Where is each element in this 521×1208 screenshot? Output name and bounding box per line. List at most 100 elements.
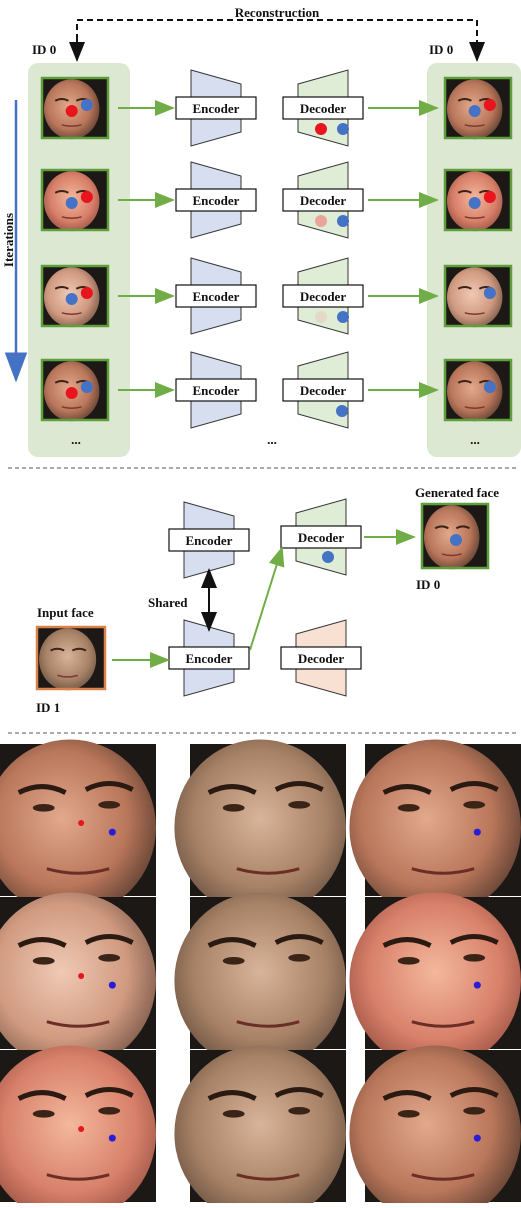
mouth: [46, 867, 110, 875]
decoder-block: Decoder: [282, 351, 364, 429]
blue-landmark-dot-icon: [65, 293, 78, 305]
left-eyebrow: [207, 937, 257, 948]
decoder-label: Decoder: [298, 530, 344, 545]
face-skin: [174, 892, 346, 1069]
blue-landmark-dot-icon: [108, 1134, 116, 1142]
left-eyebrow: [54, 380, 69, 384]
result-face-image: [0, 892, 156, 1069]
left-eyebrow: [54, 190, 69, 194]
thumbnail-border: [40, 168, 110, 232]
red-landmark-dot-icon: [315, 123, 327, 135]
right-eye: [463, 954, 486, 962]
red-landmark-dot-icon: [78, 1126, 85, 1133]
left-eye: [32, 1110, 55, 1118]
right-eye: [98, 954, 121, 962]
mouth: [236, 1173, 300, 1181]
left-eyebrow: [54, 286, 69, 290]
blue-landmark-dot-icon: [65, 197, 78, 209]
arrow-icon: [249, 546, 285, 651]
face-skin: [446, 267, 503, 328]
right-eye: [98, 801, 121, 809]
input-face-thumbnail: [35, 625, 107, 691]
thumbnail-border: [443, 358, 513, 422]
decoder-label: Decoder: [300, 289, 346, 304]
left-eye: [32, 957, 55, 965]
encoder-label: Encoder: [186, 533, 233, 548]
blue-landmark-dot-icon: [337, 123, 349, 135]
right-eyebrow: [84, 934, 134, 945]
face-skin: [0, 1045, 156, 1208]
blue-landmark-dot-icon: [322, 551, 334, 563]
face-skin: [446, 361, 503, 422]
left-eyebrow: [17, 784, 67, 795]
blue-landmark-dot-icon: [473, 981, 481, 989]
decoder-label-box: [282, 188, 364, 212]
blue-landmark-dot-icon: [80, 381, 93, 393]
thumbnail-border: [35, 625, 107, 691]
mouth: [464, 216, 485, 220]
right-eyebrow: [84, 781, 134, 792]
left-eyebrow: [382, 937, 432, 948]
mouth: [61, 124, 82, 128]
ellipsis-input: ...: [71, 432, 81, 447]
input-face-label: Input face: [37, 605, 94, 620]
right-eye: [98, 1107, 121, 1115]
encoder-block: Encoder: [175, 351, 257, 429]
right-eyebrow: [449, 934, 499, 945]
face-skin: [174, 739, 346, 916]
mouth: [61, 312, 82, 316]
mouth: [464, 312, 485, 316]
generated-id-label: ID 0: [416, 577, 440, 592]
decoder-label: Decoder: [300, 383, 346, 398]
decoder-label-box: [280, 525, 362, 549]
face-skin: [349, 1045, 521, 1208]
red-landmark-dot-icon: [65, 105, 78, 117]
decoder-block: Decoder: [282, 69, 364, 147]
output-face-thumbnail: [443, 358, 513, 422]
decoder-label-box: [280, 646, 362, 670]
mouth: [411, 867, 475, 875]
mouth: [411, 1020, 475, 1028]
decoder-label-box: [282, 284, 364, 308]
right-eye: [463, 1107, 486, 1115]
decoder-label-box: [282, 96, 364, 120]
left-eyebrow: [457, 190, 472, 194]
face-skin: [349, 739, 521, 916]
blue-landmark-dot-icon: [108, 828, 116, 836]
output-face-thumbnail: [443, 76, 513, 140]
thumbnail-border: [443, 264, 513, 328]
blue-landmark-dot-icon: [337, 311, 349, 323]
mouth: [46, 1173, 110, 1181]
decoder-label: Decoder: [300, 193, 346, 208]
result-face-image: [174, 892, 346, 1069]
left-eyebrow: [382, 1090, 432, 1101]
red-landmark-dot-icon: [78, 820, 85, 827]
left-eyebrow: [50, 647, 65, 652]
mouth: [236, 867, 300, 875]
output-panel: [427, 63, 521, 457]
decoder-label: Decoder: [298, 651, 344, 666]
generated-face-label: Generated face: [415, 485, 499, 500]
ellipsis-middle: ...: [267, 432, 277, 447]
encoder-label: Encoder: [186, 651, 233, 666]
decoder-block: Decoder: [282, 257, 364, 335]
decoder-label: Decoder: [300, 101, 346, 116]
thumbnail-border: [40, 264, 110, 328]
right-eyebrow: [274, 934, 324, 945]
encoder-block-top: Encoder: [168, 501, 250, 579]
blue-landmark-dot-icon: [483, 287, 496, 299]
blue-landmark-dot-icon: [80, 99, 93, 111]
blue-landmark-dot-icon: [483, 381, 496, 393]
left-eyebrow: [207, 784, 257, 795]
decoder-block: Decoder: [282, 161, 364, 239]
red-landmark-dot-icon: [483, 99, 496, 111]
result-face-image: [349, 739, 521, 916]
red-landmark-dot-icon: [78, 973, 85, 980]
red-landmark-dot-icon: [80, 287, 93, 299]
decoder-block-generate: Decoder: [280, 498, 362, 576]
result-face-image: [174, 1045, 346, 1208]
encoder-block-bottom: Encoder: [168, 619, 250, 697]
result-face-image: [349, 1045, 521, 1208]
